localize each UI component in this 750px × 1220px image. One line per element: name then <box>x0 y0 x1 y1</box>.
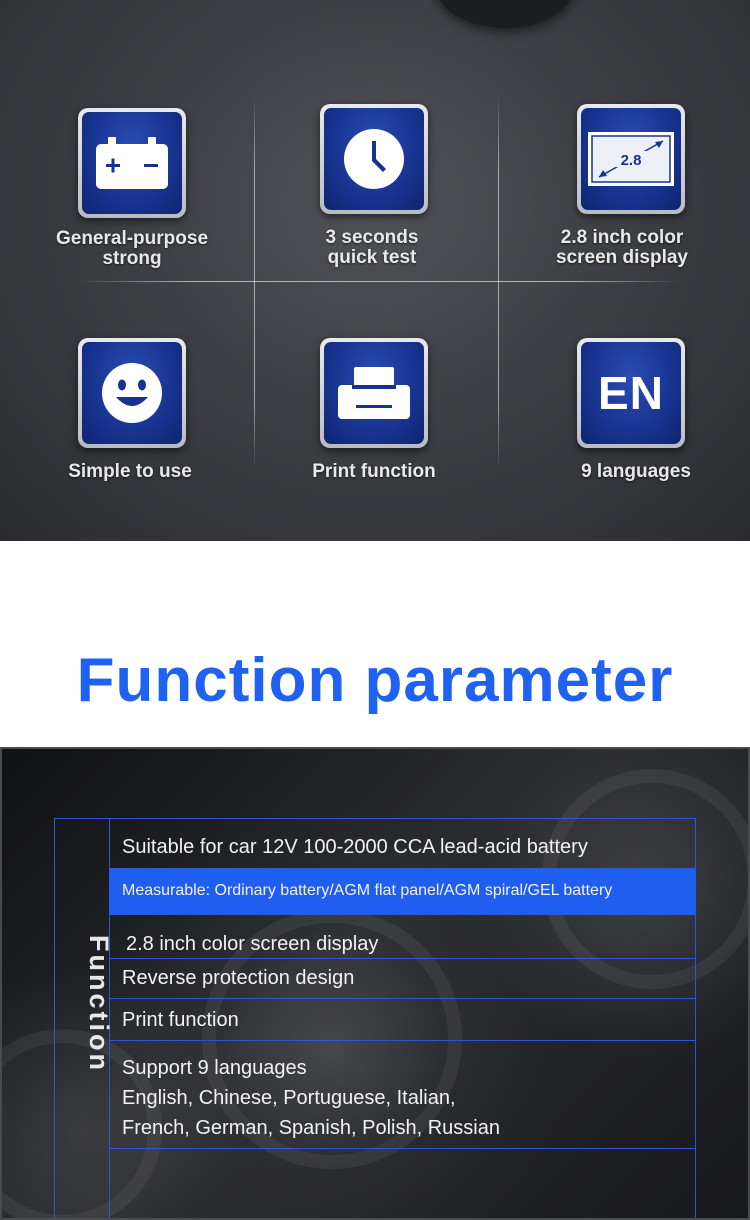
clock-icon <box>344 129 404 189</box>
feature-label-print-function: Print function <box>312 461 436 482</box>
feature-label-general-purpose: General-purpose strong <box>55 228 209 269</box>
feature-label-languages: 9 languages <box>581 461 691 482</box>
table-row: Reverse protection design <box>110 959 696 999</box>
language-icon: EN <box>598 367 664 419</box>
feature-tile-languages: EN <box>577 338 685 448</box>
feature-label-screen-display: 2.8 inch color screen display <box>555 227 689 268</box>
table-row: Support 9 languages English, Chinese, Po… <box>110 1041 696 1149</box>
smiley-icon <box>102 363 162 423</box>
printer-icon <box>338 367 410 419</box>
features-panel: General-purpose strong 3 seconds quick t… <box>0 0 750 541</box>
table-row: 2.8 inch color screen display <box>110 915 696 959</box>
feature-tile-general-purpose <box>78 108 186 218</box>
parameter-table: Function Suitable for car 12V 100-2000 C… <box>54 818 696 1218</box>
feature-tile-screen-display: 2.8 <box>577 104 685 214</box>
feature-tile-print-function <box>320 338 428 448</box>
side-label-function: Function <box>84 935 114 1073</box>
device-knob-decoration <box>435 0 575 28</box>
table-side-cell: Function <box>55 819 114 1218</box>
table-row: Suitable for car 12V 100-2000 CCA lead-a… <box>110 819 696 869</box>
svg-text:2.8: 2.8 <box>621 152 642 169</box>
feature-tile-simple-to-use <box>78 338 186 448</box>
feature-label-simple-to-use: Simple to use <box>68 461 192 482</box>
function-parameter-panel: Function Suitable for car 12V 100-2000 C… <box>0 747 750 1220</box>
grid-divider-vertical-2 <box>498 95 499 470</box>
feature-tile-quick-test <box>320 104 428 214</box>
feature-label-quick-test: 3 seconds quick test <box>325 227 419 268</box>
battery-icon <box>96 137 168 189</box>
table-row-highlighted: Measurable: Ordinary battery/AGM flat pa… <box>110 869 696 915</box>
table-row: Print function <box>110 999 696 1041</box>
screen-size-icon: 2.8 <box>588 132 674 186</box>
grid-divider-vertical-1 <box>254 95 255 470</box>
section-heading: Function parameter <box>76 646 674 715</box>
grid-divider-horizontal <box>80 281 680 282</box>
